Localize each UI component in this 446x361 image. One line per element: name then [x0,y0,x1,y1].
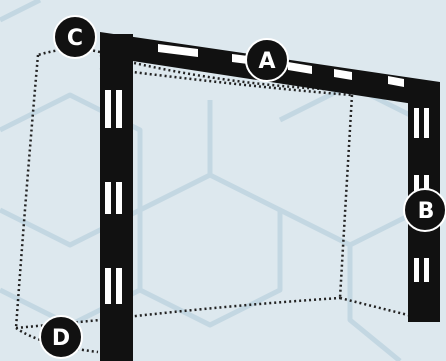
net-left-side [14,54,40,329]
label-d-text: D [52,326,70,351]
label-c-text: C [67,26,83,51]
label-d: D [39,315,83,359]
crossbar-stripes [158,44,404,87]
net-right-back [338,94,354,299]
left-post-stripes [105,90,122,304]
label-a: A [245,38,289,82]
net-bottom-left [15,318,101,330]
net-bottom-right [339,296,413,318]
label-b: B [403,188,446,232]
right-post-stripes [414,108,429,282]
label-a-text: A [258,49,275,74]
net-base-back [99,296,341,322]
label-b-text: B [418,199,435,224]
label-c: C [53,15,97,59]
